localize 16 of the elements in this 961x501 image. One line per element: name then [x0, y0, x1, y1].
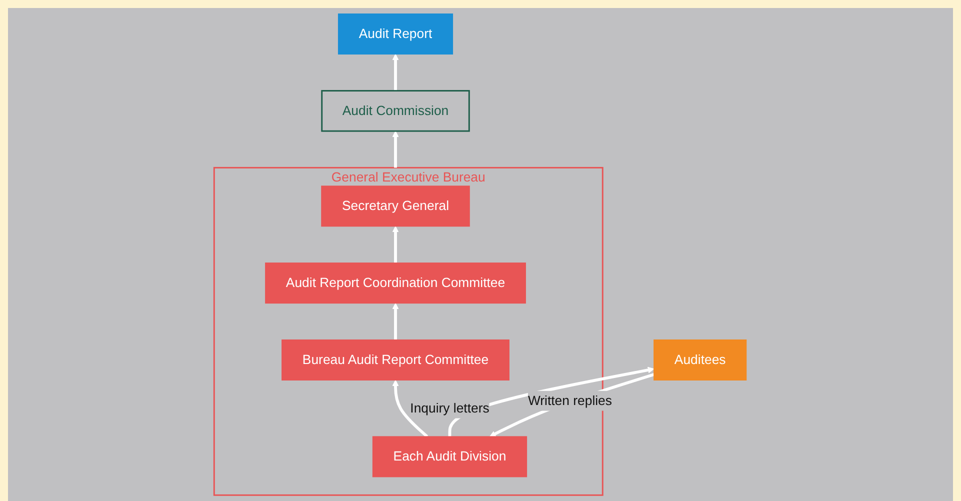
node-box: Secretary General — [321, 186, 470, 227]
node-box: Audit Report Coordination Committee — [265, 262, 526, 304]
node-box: Bureau Audit Report Committee — [282, 339, 510, 380]
arrow — [392, 302, 400, 340]
arrow — [490, 373, 655, 437]
arrow — [448, 366, 654, 437]
arrow — [392, 226, 400, 263]
arrow — [392, 380, 428, 438]
node-box: Each Audit Division — [372, 436, 528, 478]
node-box: Audit Report — [338, 14, 454, 55]
edge-label: Written replies — [528, 393, 612, 408]
node-box: Auditees — [654, 339, 747, 380]
edge-label: Inquiry letters — [410, 400, 490, 416]
arrow — [392, 54, 400, 91]
node-box: Audit Commission — [321, 90, 470, 132]
arrow — [392, 130, 400, 168]
